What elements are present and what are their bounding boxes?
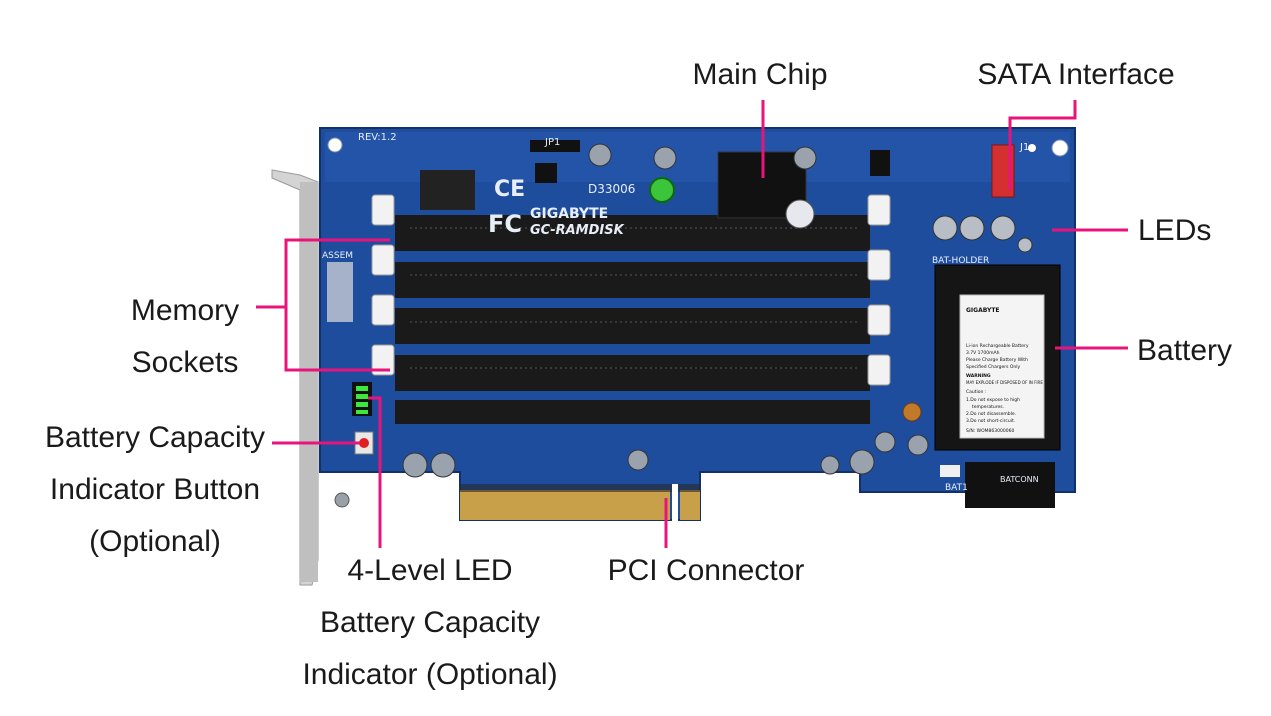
- battery-warning: WARNING: [966, 373, 991, 379]
- callout-memory-line1: Memory: [130, 294, 240, 327]
- callout-led-line3: Indicator (Optional): [302, 658, 558, 691]
- leader-lines: [256, 100, 1128, 548]
- battery-sn: S/N: WOM863000060: [966, 428, 1014, 434]
- callout-button-line1: Battery Capacity: [44, 421, 266, 454]
- callout-memory-line2: Sockets: [131, 346, 239, 379]
- battery-c1: 1.Do not expose to high: [966, 397, 1020, 403]
- brand-text: GIGABYTE: [530, 206, 608, 222]
- battery-line2: 3.7V 1700mAh: [966, 350, 1000, 356]
- battery-logo: GIGABYTE: [966, 307, 1000, 314]
- callout-button-line3: (Optional): [89, 525, 221, 558]
- rev-text: REV:1.2: [358, 132, 397, 143]
- silkscreen: REV:1.2 JP1 J1 CE D33006 FC GIGABYTE GC-…: [322, 132, 1039, 493]
- memory-slots: [371, 194, 891, 424]
- battery-line4: Specified Chargers Only: [966, 364, 1021, 370]
- jp1-text: JP1: [544, 137, 560, 148]
- ce-mark: CE: [494, 177, 525, 202]
- fc-mark: FC: [488, 210, 522, 238]
- battery-c1b: temperatures.: [972, 404, 1004, 410]
- callout-button-line2: Indicator Button: [49, 473, 261, 506]
- leader-sata: [1008, 100, 1077, 190]
- bat1-text: BAT1: [945, 483, 968, 493]
- batconn-text: BATCONN: [1000, 475, 1039, 484]
- battery-c2: 2.Do not disassemble.: [966, 411, 1016, 417]
- code-text: D33006: [588, 182, 635, 196]
- bat-holder-text: BAT-HOLDER: [932, 256, 989, 266]
- leader-led-indicator: [368, 396, 382, 548]
- model-text: GC-RAMDISK: [530, 223, 625, 238]
- callout-main-chip: Main Chip: [692, 58, 828, 91]
- j1-text: J1: [1019, 142, 1029, 153]
- callout-pci-connector: PCI Connector: [607, 554, 805, 587]
- battery-pack: [934, 264, 1061, 451]
- components: [352, 140, 1055, 508]
- battery-caution: Caution :: [966, 389, 986, 395]
- assem-text: ASSEM: [322, 251, 353, 261]
- callout-sata-interface: SATA Interface: [977, 58, 1175, 91]
- leader-memory-bracket: [284, 238, 390, 372]
- callout-led-line1: 4-Level LED: [347, 554, 513, 587]
- battery-explode: MAY EXPLODE IF DISPOSED OF IN FIRE: [966, 380, 1043, 385]
- battery-line1: Li-ion Rechargeable Battery: [966, 343, 1029, 349]
- callout-leds: LEDs: [1138, 214, 1212, 247]
- callout-led-line2: Battery Capacity: [319, 606, 541, 639]
- battery-label: GIGABYTE Li-ion Rechargeable Battery 3.7…: [966, 307, 1043, 434]
- battery-line3: Please Charge Battery With: [966, 357, 1028, 363]
- battery-c3: 3.Do not short-circuit.: [966, 418, 1015, 424]
- callout-battery: Battery: [1137, 334, 1233, 367]
- pci-gold-fingers: [460, 484, 700, 522]
